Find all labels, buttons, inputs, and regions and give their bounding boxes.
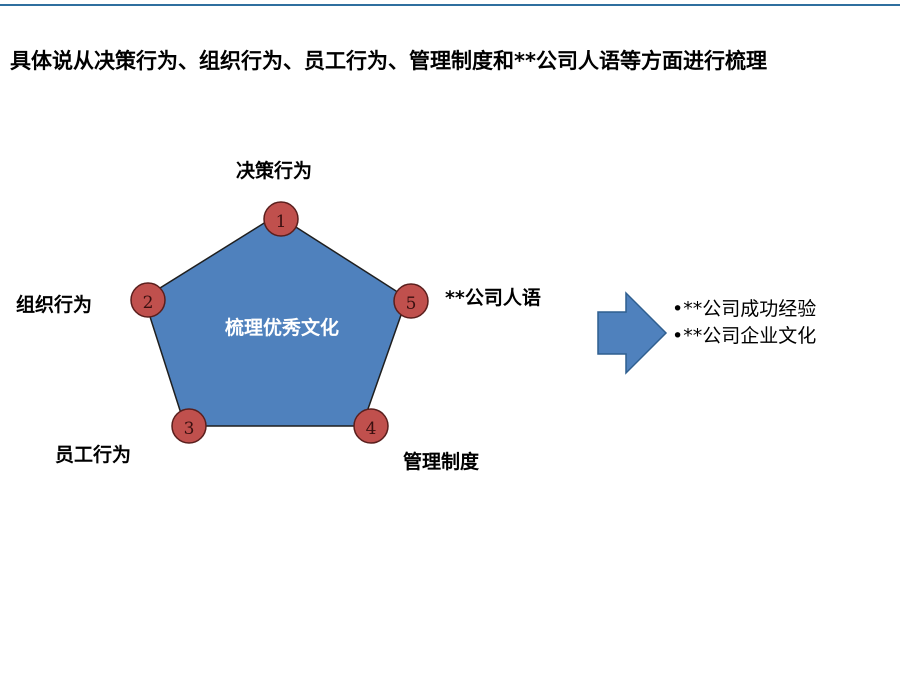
top-rule (0, 4, 900, 6)
node-label-company-words: **公司人语 (445, 287, 541, 309)
node-circle-5 (393, 283, 429, 319)
node-2: 2 (130, 282, 166, 318)
node-circle-3 (171, 408, 207, 444)
node-4: 4 (353, 408, 389, 444)
result-item: •**公司成功经验 (672, 296, 816, 323)
node-number-4: 4 (366, 419, 377, 439)
node-circle-1 (263, 201, 299, 237)
pentagon-center-label: 梳理优秀文化 (225, 316, 339, 339)
node-label-management-system: 管理制度 (403, 451, 480, 473)
node-circle-2 (130, 282, 166, 318)
bullet-dot-icon: • (672, 298, 684, 320)
result-item: •**公司企业文化 (672, 323, 816, 350)
node-number-1: 1 (276, 212, 287, 232)
result-list: •**公司成功经验 •**公司企业文化 (672, 296, 816, 350)
slide-title: 具体说从决策行为、组织行为、员工行为、管理制度和**公司人语等方面进行梳理 (10, 49, 767, 73)
result-item-text: **公司企业文化 (683, 325, 817, 347)
node-5: 5 (393, 283, 429, 319)
node-number-2: 2 (143, 293, 154, 313)
node-circle-4 (353, 408, 389, 444)
result-item-text: **公司成功经验 (683, 298, 817, 320)
pentagon-shape (143, 214, 408, 427)
node-number-5: 5 (406, 294, 417, 314)
node-3: 3 (171, 408, 207, 444)
node-label-employee-behavior: 员工行为 (55, 444, 132, 466)
node-label-organization-behavior: 组织行为 (16, 294, 93, 316)
node-1: 1 (263, 201, 299, 237)
node-number-3: 3 (184, 419, 195, 439)
node-label-decision-behavior: 决策行为 (236, 160, 313, 182)
right-arrow-icon (597, 291, 668, 375)
bullet-dot-icon: • (672, 325, 684, 347)
